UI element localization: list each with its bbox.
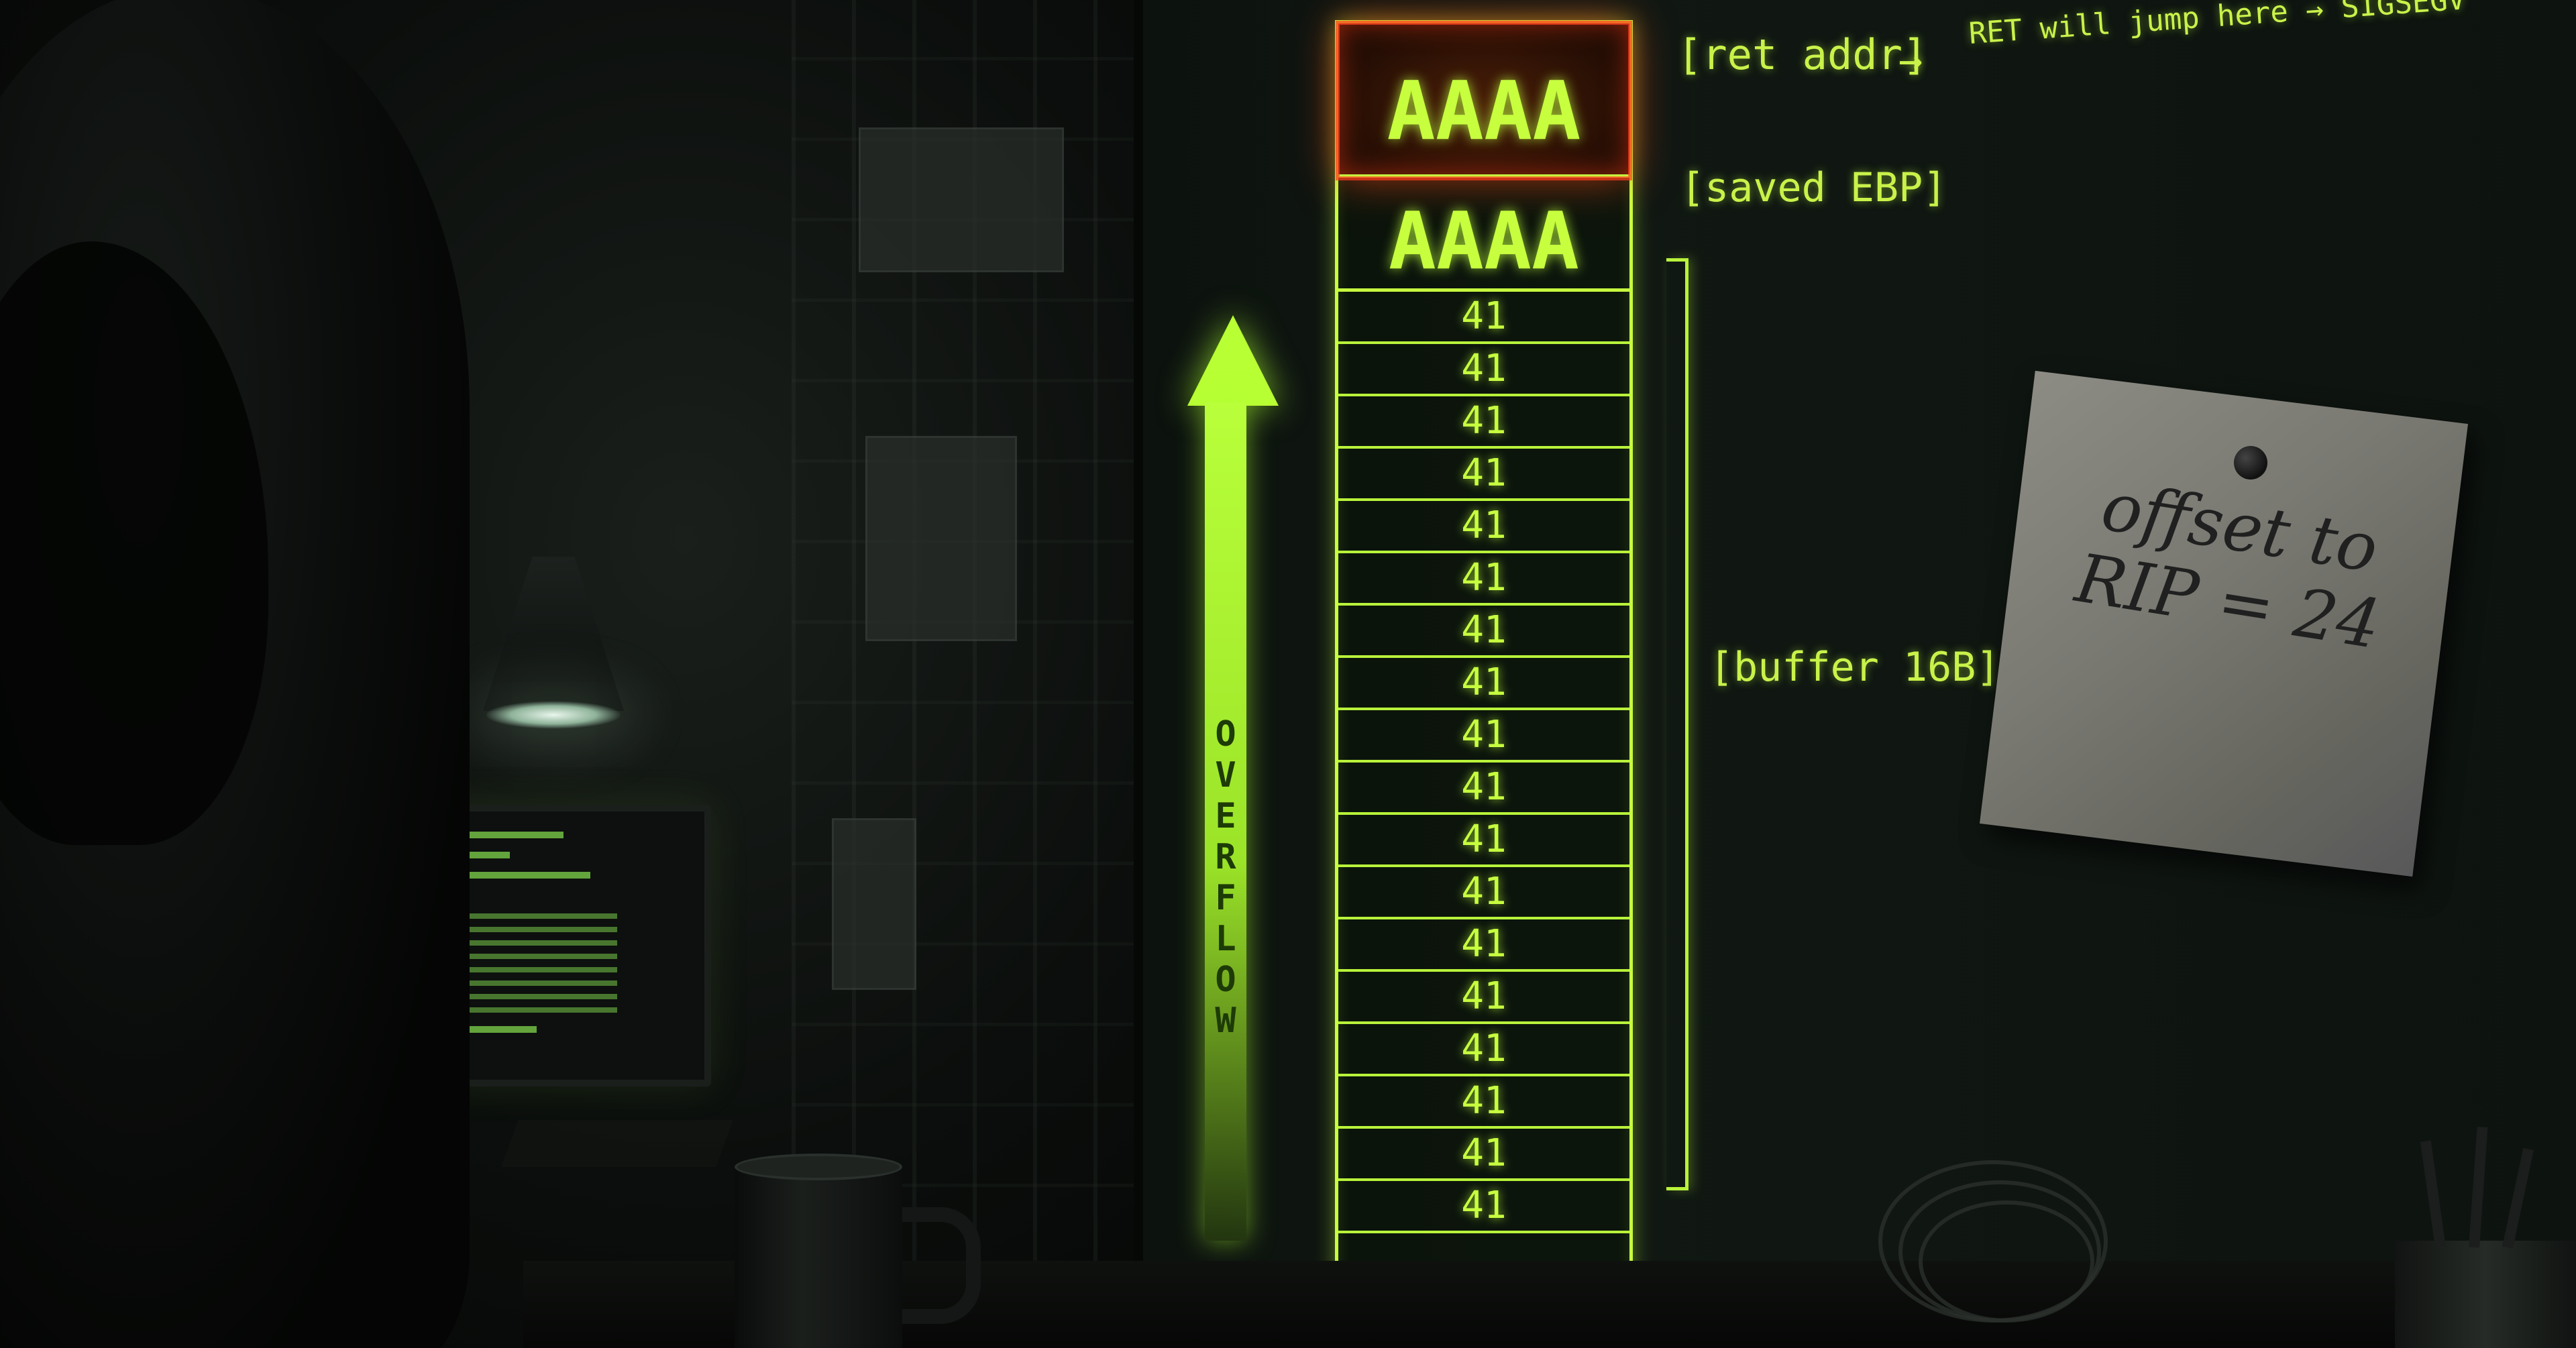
monitor-code-line [389,872,590,879]
buffer-cell-value: 41 [1461,1027,1507,1070]
buffer-cell-value: 41 [1461,451,1507,495]
buffer-cell: 41 [1338,292,1629,344]
hooded-figure [0,0,470,1348]
overflow-label: OVERFLOW [1215,714,1236,1041]
buffer-cell: 41 [1338,919,1629,972]
saved-ebp-slot: AAAA [1338,178,1629,292]
buffer-cell-value: 41 [1461,818,1507,861]
buffer-cell: 41 [1338,1129,1629,1181]
return-address-value: AAAA [1387,65,1581,158]
wall-edge [1134,0,1143,1348]
buffer-cell-value: 41 [1461,504,1507,547]
buffer-cell-value: 41 [1461,399,1507,443]
saved-ebp-label: [saved EBP] [1680,164,1947,211]
shelf-box [865,436,1017,641]
buffer-cell: 41 [1338,501,1629,553]
buffer-cell-value: 41 [1461,922,1507,966]
buffer-cell: 41 [1338,867,1629,919]
hood-shadow [0,241,268,845]
stack-diagram: AAAA AAAA 41 41 41 41 41 41 41 41 41 41 41 41 41 41 41… [1335,20,1633,1294]
saved-ebp-value: AAAA [1388,194,1580,287]
shelf-box [832,818,916,990]
buffer-cell-value: 41 [1461,870,1507,913]
buffer-cell: 41 [1338,553,1629,606]
buffer-cell-value: 41 [1461,661,1507,704]
desk-lamp-light [486,701,621,729]
ret-addr-label: [ret addr] [1677,30,1928,79]
cable-coil [1919,1200,2094,1323]
buffer-cell: 41 [1338,1076,1629,1129]
buffer-cell: 41 [1338,1181,1629,1233]
buffer-cell: 41 [1338,396,1629,449]
buffer-cell-value: 41 [1461,765,1507,809]
buffer-cell-value: 41 [1461,713,1507,756]
mug-handle [885,1207,981,1324]
buffer-cell-value: 41 [1461,294,1507,338]
buffer-cell: 41 [1338,815,1629,867]
ret-arrow: → [1898,37,1923,84]
mug-rim [735,1154,902,1180]
pencil-cup [2395,1126,2576,1348]
buffer-label: [buffer 16B] [1709,644,2000,691]
buffer-cell: 41 [1338,344,1629,396]
buffer-cell: 41 [1338,763,1629,815]
coffee-mug [735,1160,902,1348]
buffer-cell: 41 [1338,449,1629,501]
buffer-cell-value: 41 [1461,608,1507,652]
buffer-cell-value: 41 [1461,1184,1507,1227]
keyboard [501,1120,733,1167]
buffer-bracket [1666,258,1688,1190]
buffer-cell-value: 41 [1461,974,1507,1018]
push-pin-icon [2234,446,2267,480]
buffer-cell: 41 [1338,658,1629,710]
shelf-box [859,127,1064,272]
buffer-cell-value: 41 [1461,1131,1507,1175]
buffer-cell-value: 41 [1461,347,1507,390]
overflow-arrow-head [1187,315,1279,406]
return-address-slot: AAAA [1336,21,1632,180]
overflow-arrow-shaft [1205,402,1246,1241]
monitor-code-line [389,832,564,838]
buffer-cell: 41 [1338,972,1629,1024]
buffer-cell: 41 [1338,1024,1629,1076]
buffer-cell: 41 [1338,710,1629,763]
buffer-cell: 41 [1338,606,1629,658]
buffer-cell-value: 41 [1461,556,1507,600]
buffer-cell-value: 41 [1461,1079,1507,1123]
